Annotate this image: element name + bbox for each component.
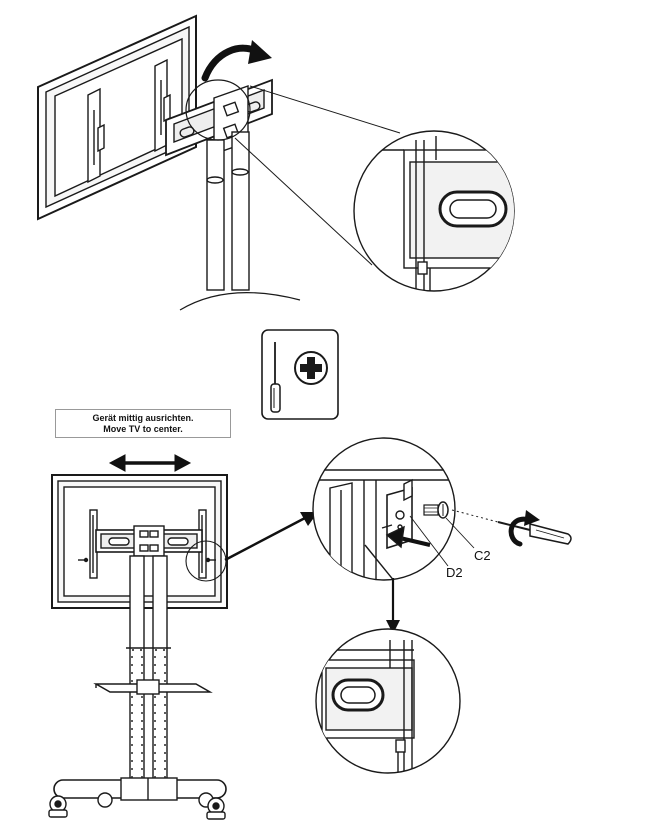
- stand-pole-left: [206, 139, 225, 291]
- part-label-c2: C2: [474, 548, 491, 563]
- top-tv-assembly: [37, 14, 301, 311]
- screwdriver-icon: [270, 342, 281, 413]
- screw-c2: [423, 501, 449, 519]
- tv-rail-bracket: [87, 58, 171, 184]
- caster-wheels: [48, 792, 226, 820]
- screwdriver-rotate-icon: [497, 510, 572, 547]
- plus-icon: [294, 351, 328, 385]
- stand-pole-right: [231, 131, 250, 291]
- trolley-assembly: [48, 474, 228, 820]
- detail-circle-middle: [312, 437, 456, 581]
- tool-screwdriver-box: [261, 329, 339, 420]
- instruction-box: Gerät mittig ausrichten. Move TV to cent…: [55, 409, 231, 438]
- instruction-text-de: Gerät mittig ausrichten.: [92, 412, 194, 423]
- detail-circle-bottom: [315, 628, 461, 774]
- double-arrow-icon: [108, 454, 192, 472]
- instruction-text-en: Move TV to center.: [103, 423, 183, 434]
- part-label-d2: D2: [446, 565, 463, 580]
- detail-circle-top: [353, 130, 515, 292]
